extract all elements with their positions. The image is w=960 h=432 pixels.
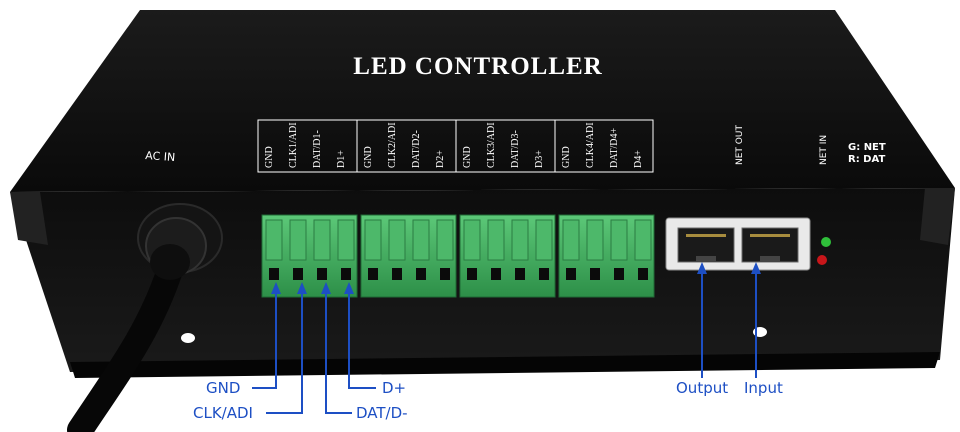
terminal-socket-g2-1: [368, 268, 378, 280]
callout-input: Input: [744, 379, 783, 397]
port-label-g3-1: GND: [462, 146, 473, 168]
terminal-screw-g2-4: [436, 219, 454, 261]
port-label-g1-3: DAT/D1-: [312, 130, 323, 168]
terminal-socket-g4-2: [590, 268, 600, 280]
port-label-g4-1: GND: [561, 146, 572, 168]
terminal-screw-g2-3: [412, 219, 430, 261]
net-led-green: [821, 237, 831, 247]
terminal-screw-g1-4: [337, 219, 355, 261]
callout-d-plus: D+: [382, 379, 406, 397]
port-label-g3-4: D3+: [534, 150, 545, 168]
port-label-g4-2: CLK4/ADI: [585, 122, 596, 168]
terminal-socket-g4-1: [566, 268, 576, 280]
port-label-g1-1: GND: [264, 146, 275, 168]
port-label-g3-2: CLK3/ADI: [486, 122, 497, 168]
callout-gnd: GND: [206, 379, 240, 397]
ac-in-label: AC IN: [145, 149, 176, 164]
terminal-socket-g2-3: [416, 268, 426, 280]
callout-dat-d-minus: DAT/D-: [356, 404, 408, 422]
callout-arrowheads: [271, 262, 761, 294]
port-labels: GND CLK1/ADI DAT/D1- D1+ GND CLK2/ADI DAT/D2- D…: [264, 122, 644, 168]
port-label-g1-4: D1+: [336, 150, 347, 168]
terminal-socket-g1-4: [341, 268, 351, 280]
port-label-g1-2: CLK1/ADI: [288, 122, 299, 168]
terminal-socket-g3-4: [539, 268, 549, 280]
terminal-screw-g3-1: [463, 219, 481, 261]
mount-hole-left: [181, 333, 195, 343]
terminal-screw-g2-1: [364, 219, 382, 261]
port-label-g4-3: DAT/D4+: [609, 128, 620, 168]
case-bottom-lip: [70, 352, 940, 378]
port-label-g2-3: DAT/D2-: [411, 130, 422, 168]
terminal-screw-g4-2: [586, 219, 604, 261]
terminal-screw-g4-3: [610, 219, 628, 261]
device-title: LED CONTROLLER: [353, 53, 602, 80]
terminal-screw-g3-3: [511, 219, 529, 261]
terminal-socket-g4-4: [638, 268, 648, 280]
terminal-socket-g4-3: [614, 268, 624, 280]
terminal-socket-g2-4: [440, 268, 450, 280]
terminal-socket-g1-2: [293, 268, 303, 280]
callout-output: Output: [676, 379, 728, 397]
terminal-socket-g1-3: [317, 268, 327, 280]
power-cable: [67, 203, 223, 432]
port-label-g4-4: D4+: [633, 150, 644, 168]
terminal-screw-g4-4: [634, 219, 652, 261]
terminal-socket-g3-3: [515, 268, 525, 280]
net-out-label: NET OUT: [735, 125, 745, 165]
terminal-socket-g1-1: [269, 268, 279, 280]
terminal-screw-g1-1: [265, 219, 283, 261]
callout-lines: [252, 272, 757, 414]
terminal-screw-g3-2: [487, 219, 505, 261]
dat-led-red: [817, 255, 827, 265]
case-left-flange: [10, 192, 48, 245]
terminal-screw-g1-2: [289, 219, 307, 261]
net-in-label: NET IN: [819, 135, 829, 165]
terminal-screw-g1-3: [313, 219, 331, 261]
case-top: [10, 10, 955, 192]
case-right-flange: [920, 188, 955, 245]
terminal-socket-g3-2: [491, 268, 501, 280]
port-label-g3-3: DAT/D3-: [510, 130, 521, 168]
led-legend-green: G: NET: [848, 142, 886, 153]
led-legend-red: R: DAT: [848, 154, 885, 165]
terminal-screw-g3-4: [535, 219, 553, 261]
ethernet-ports: [665, 217, 811, 271]
callout-clk-adi: CLK/ADI: [193, 404, 253, 422]
port-label-g2-4: D2+: [435, 150, 446, 168]
port-label-g2-1: GND: [363, 146, 374, 168]
terminal-blocks: [261, 214, 655, 298]
port-label-g2-2: CLK2/ADI: [387, 122, 398, 168]
terminal-socket-g3-1: [467, 268, 477, 280]
terminal-screw-g2-2: [388, 219, 406, 261]
terminal-socket-g2-2: [392, 268, 402, 280]
terminal-screw-g4-1: [562, 219, 580, 261]
